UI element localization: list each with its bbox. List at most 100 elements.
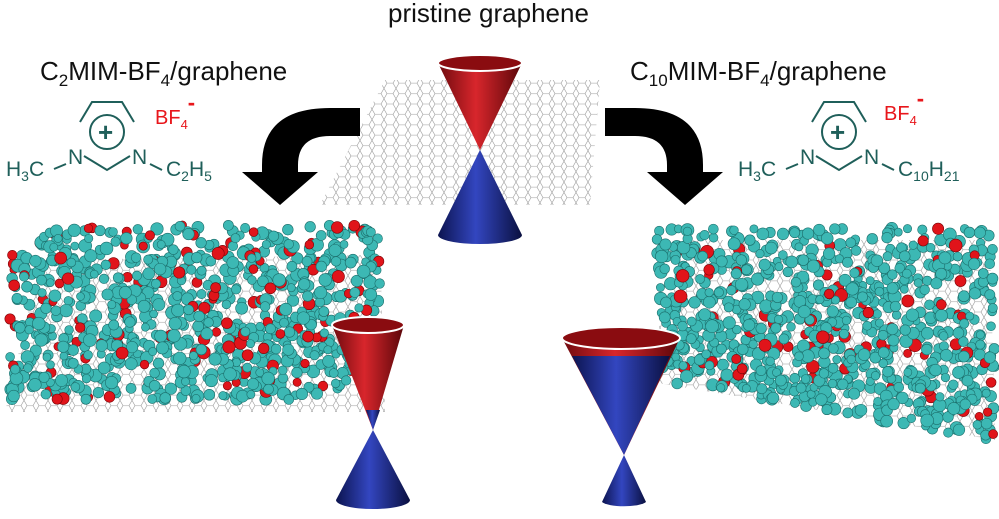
cation-atom	[952, 366, 965, 379]
cation-atom	[977, 268, 989, 279]
c10mim-ring-structure	[785, 101, 895, 172]
cation-atom	[142, 267, 155, 280]
title-text: /graphene	[769, 56, 887, 86]
cation-atom	[938, 251, 952, 265]
cation-atom	[940, 372, 951, 383]
anion-atom	[138, 241, 148, 251]
cation-atom	[310, 387, 323, 400]
cation-atom	[149, 367, 160, 379]
cation-atom	[680, 369, 694, 383]
cation-atom	[195, 237, 207, 249]
cation-atom	[48, 289, 62, 303]
cation-atom	[727, 237, 741, 251]
anion-atom	[7, 250, 18, 261]
cation-atom	[917, 224, 928, 235]
cation-atom	[715, 255, 728, 268]
cation-atom	[678, 361, 688, 371]
title-subscript: 4	[160, 71, 171, 90]
c2mim-methyl-label: H3C	[6, 158, 45, 184]
cation-atom	[716, 343, 727, 355]
anion-atom	[758, 338, 772, 352]
cation-atom	[845, 282, 859, 296]
cation-atom	[246, 390, 256, 399]
cation-atom	[889, 300, 901, 313]
c10mim-title: C10MIM-BF4/graphene	[630, 56, 887, 90]
anion-atom	[275, 329, 286, 339]
cation-atom	[204, 374, 218, 388]
cation-atom	[903, 367, 913, 377]
cation-atom	[49, 242, 59, 252]
arrow-right-icon	[605, 108, 723, 205]
cation-atom	[66, 257, 77, 268]
cation-atom	[764, 241, 778, 255]
cation-atom	[302, 290, 314, 302]
cation-atom	[203, 388, 216, 401]
cation-atom	[171, 303, 185, 317]
anion-atom	[974, 411, 984, 421]
cation-atom	[153, 262, 167, 276]
cation-atom	[801, 227, 815, 240]
cation-atom	[270, 343, 282, 355]
cation-atom	[815, 295, 825, 305]
anion-atom	[673, 289, 688, 304]
cation-atom	[913, 278, 923, 288]
anion-atom	[816, 330, 830, 344]
cation-atom	[848, 387, 861, 400]
anion-atom	[824, 288, 835, 300]
cation-atom	[919, 284, 930, 295]
anion-atom	[988, 429, 998, 439]
cation-atom	[984, 289, 996, 301]
cation-atom	[866, 233, 878, 245]
cation-atom	[89, 269, 99, 279]
cation-atom	[778, 333, 790, 345]
arrow-left-icon	[242, 108, 360, 205]
anion-atom	[302, 330, 314, 343]
cation-atom	[975, 330, 985, 340]
cation-atom	[920, 413, 934, 428]
cation-atom	[350, 274, 363, 287]
cation-atom	[124, 357, 138, 371]
cation-atom	[105, 376, 119, 390]
cation-atom	[46, 360, 55, 369]
cation-atom	[894, 262, 905, 274]
cation-atom	[742, 318, 756, 332]
cation-atom	[37, 288, 47, 298]
cation-atom	[986, 321, 996, 332]
cation-atom	[755, 322, 767, 334]
cation-atom	[268, 230, 280, 242]
cation-atom	[782, 266, 794, 278]
cation-atom	[659, 263, 670, 275]
cation-atom	[309, 350, 320, 361]
cation-atom	[124, 316, 136, 328]
cation-atom	[703, 295, 716, 309]
cation-atom	[698, 308, 712, 321]
anion-atom	[75, 322, 86, 333]
cation-atom	[191, 394, 201, 403]
cation-atom	[682, 226, 692, 236]
anion-atom	[949, 238, 963, 253]
cation-atom	[789, 227, 801, 239]
cation-atom	[282, 224, 294, 236]
cation-atom	[318, 273, 332, 287]
anion-atom	[248, 264, 259, 274]
title-text: MIM-BF	[68, 56, 161, 86]
cation-atom	[272, 273, 286, 287]
cation-atom	[301, 256, 313, 267]
cation-atom	[374, 278, 385, 289]
cation-atom	[899, 284, 909, 294]
cation-atom	[296, 311, 311, 325]
cation-atom	[76, 292, 85, 301]
cation-atom	[677, 320, 688, 332]
cation-atom	[231, 284, 242, 295]
cation-atom	[930, 277, 943, 290]
cation-atom	[265, 323, 276, 335]
cation-atom	[741, 384, 751, 393]
anion-atom	[736, 363, 748, 375]
cation-atom	[751, 272, 764, 286]
cation-atom	[943, 427, 954, 438]
cation-atom	[19, 271, 30, 282]
cation-atom	[99, 241, 114, 256]
cation-atom	[286, 283, 296, 293]
cation-atom	[130, 252, 142, 263]
